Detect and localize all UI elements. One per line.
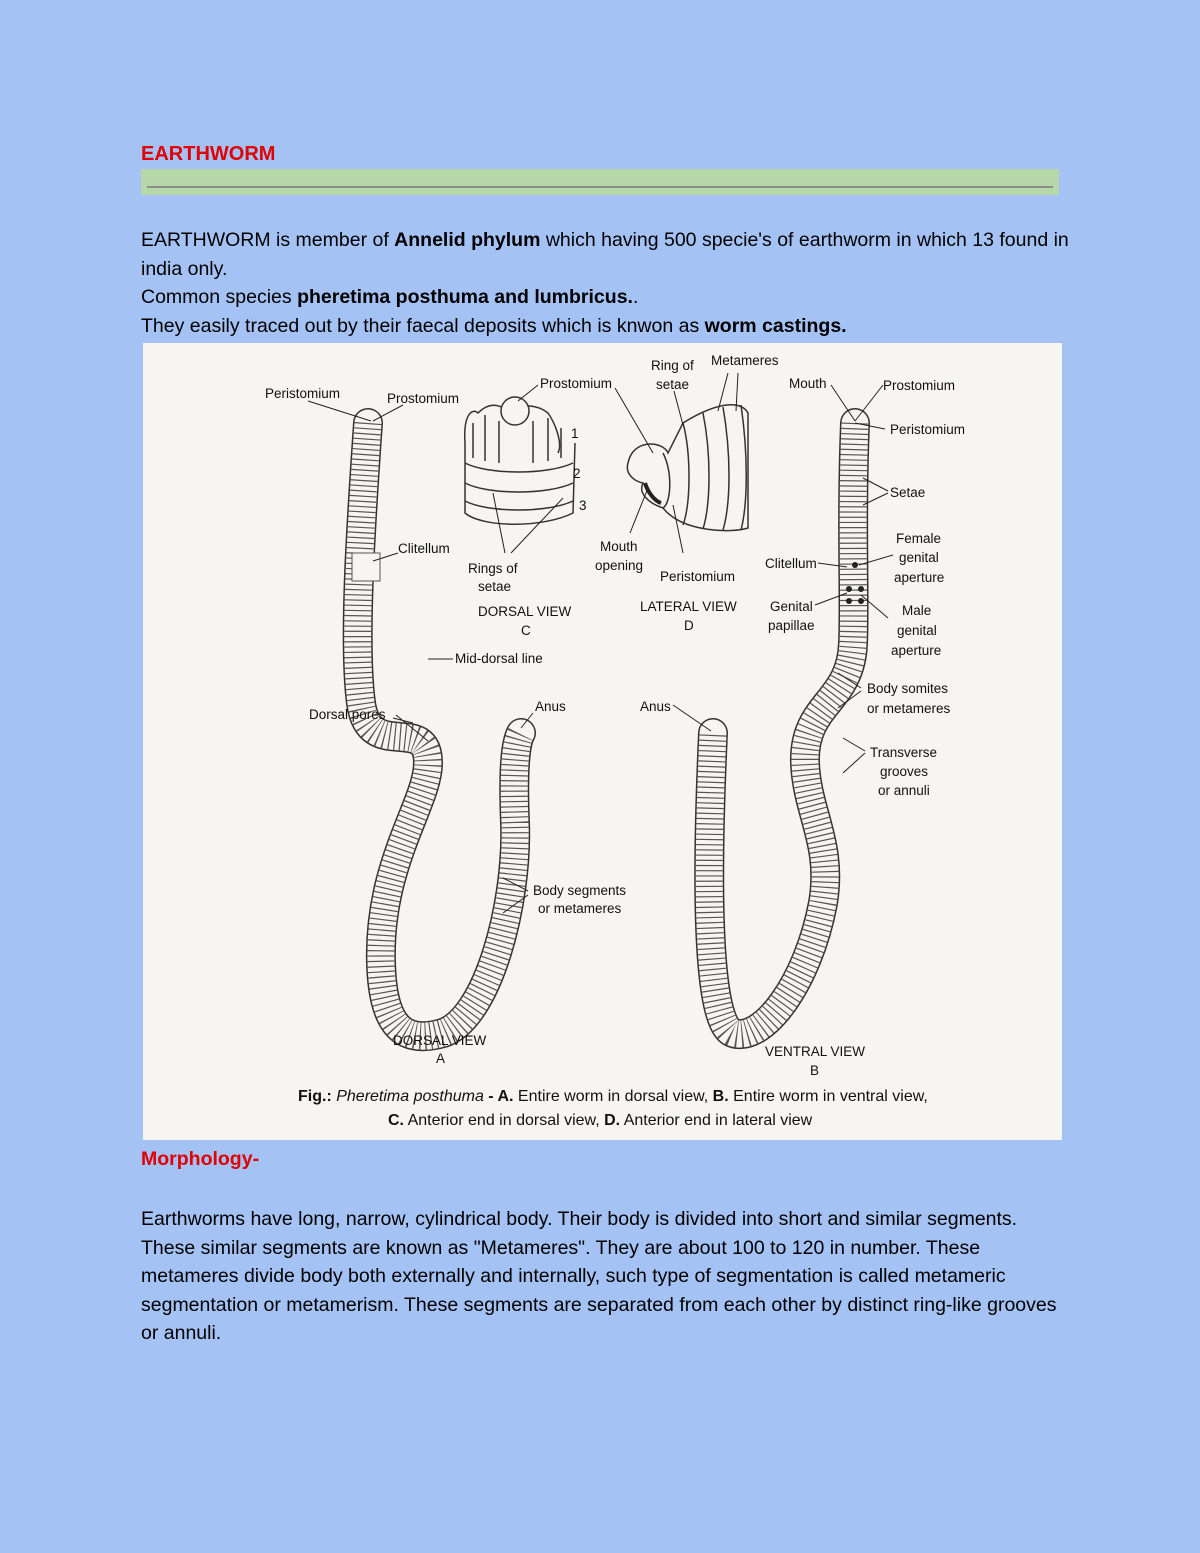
earthworm-figure: Peristomium Prostomium Clitellum Mid-dor…: [143, 343, 1062, 1140]
label-rings-setae-1: Rings of: [468, 561, 518, 576]
label-body-segments-2: or metameres: [538, 901, 622, 916]
label-dorsal-view-c: DORSAL VIEW: [478, 604, 572, 619]
label-male-2: genital: [897, 623, 937, 638]
label-body-segments-1: Body segments: [533, 883, 626, 898]
label-transverse-1: Transverse: [870, 745, 937, 760]
label-anus-b: Anus: [640, 699, 671, 714]
label-dorsal-pores: Dorsal pores: [309, 707, 386, 722]
label-num-2: 2: [573, 466, 581, 481]
label-lateral-view: LATERAL VIEW: [640, 599, 737, 614]
label-metameres-d: Metameres: [711, 353, 779, 368]
label-clitellum-a: Clitellum: [398, 541, 450, 556]
caption-line-2: C. Anterior end in dorsal view, D. Anter…: [388, 1112, 813, 1129]
label-letter-d: D: [684, 618, 694, 633]
label-genital-2: papillae: [768, 618, 815, 633]
label-ring-setae: setae: [656, 377, 689, 392]
label-prostomium-c: Prostomium: [540, 376, 612, 391]
label-female-1: Female: [896, 531, 941, 546]
page-title: EARTHWORM: [141, 143, 275, 166]
label-transverse-2: grooves: [880, 764, 928, 779]
label-setae-b: Setae: [890, 485, 925, 500]
label-female-2: genital: [899, 550, 939, 565]
label-peristomium-d: Peristomium: [660, 569, 735, 584]
label-somites-2: or metameres: [867, 701, 951, 716]
label-female-3: aperture: [894, 570, 944, 585]
title-divider: [141, 169, 1059, 195]
caption-line-1: Fig.: Pheretima posthuma - A. Entire wor…: [298, 1088, 928, 1105]
intro-text: EARTHWORM is member of Annelid phylum wh…: [141, 226, 1071, 340]
label-male-3: aperture: [891, 643, 941, 658]
label-letter-a: A: [436, 1051, 445, 1066]
label-ring-of: Ring of: [651, 358, 694, 373]
intro-line-3: They easily traced out by their faecal d…: [141, 312, 1071, 341]
intro-line-2: Common species pheretima posthuma and lu…: [141, 283, 1071, 312]
worm-dorsal-view: [352, 423, 521, 1036]
morphology-heading: Morphology-: [141, 1148, 259, 1171]
anterior-lateral-drawing: [627, 405, 748, 531]
label-transverse-3: or annuli: [878, 783, 930, 798]
label-genital-1: Genital: [770, 599, 813, 614]
label-peristomium-b: Peristomium: [890, 422, 965, 437]
figure-caption: Fig.: Pheretima posthuma - A. Entire wor…: [298, 1088, 928, 1129]
anterior-dorsal-drawing: [465, 397, 575, 524]
label-num-1: 1: [571, 426, 579, 441]
label-anus-a: Anus: [535, 699, 566, 714]
label-mouth-b: Mouth: [789, 376, 827, 391]
label-somites-1: Body somites: [867, 681, 948, 696]
intro-line-1: EARTHWORM is member of Annelid phylum wh…: [141, 226, 1071, 283]
label-rings-setae-2: setae: [478, 579, 511, 594]
label-ventral-view: VENTRAL VIEW: [765, 1044, 865, 1059]
label-prostomium-b: Prostomium: [883, 378, 955, 393]
label-clitellum-b: Clitellum: [765, 556, 817, 571]
label-dorsal-view-a: DORSAL VIEW: [393, 1033, 487, 1048]
label-male-1: Male: [902, 603, 931, 618]
label-peristomium-a: Peristomium: [265, 386, 340, 401]
earthworm-diagram: Peristomium Prostomium Clitellum Mid-dor…: [143, 343, 1062, 1140]
label-mouth-opening-2: opening: [595, 558, 643, 573]
label-num-3: 3: [579, 498, 587, 513]
worm-ventral-view: [709, 423, 864, 1034]
label-mouth-opening-1: Mouth: [600, 539, 638, 554]
label-letter-c: C: [521, 623, 531, 638]
label-prostomium-a: Prostomium: [387, 391, 459, 406]
label-letter-b: B: [810, 1063, 819, 1078]
morphology-paragraph: Earthworms have long, narrow, cylindrica…: [141, 1205, 1066, 1348]
label-mid-dorsal-line: Mid-dorsal line: [455, 651, 543, 666]
